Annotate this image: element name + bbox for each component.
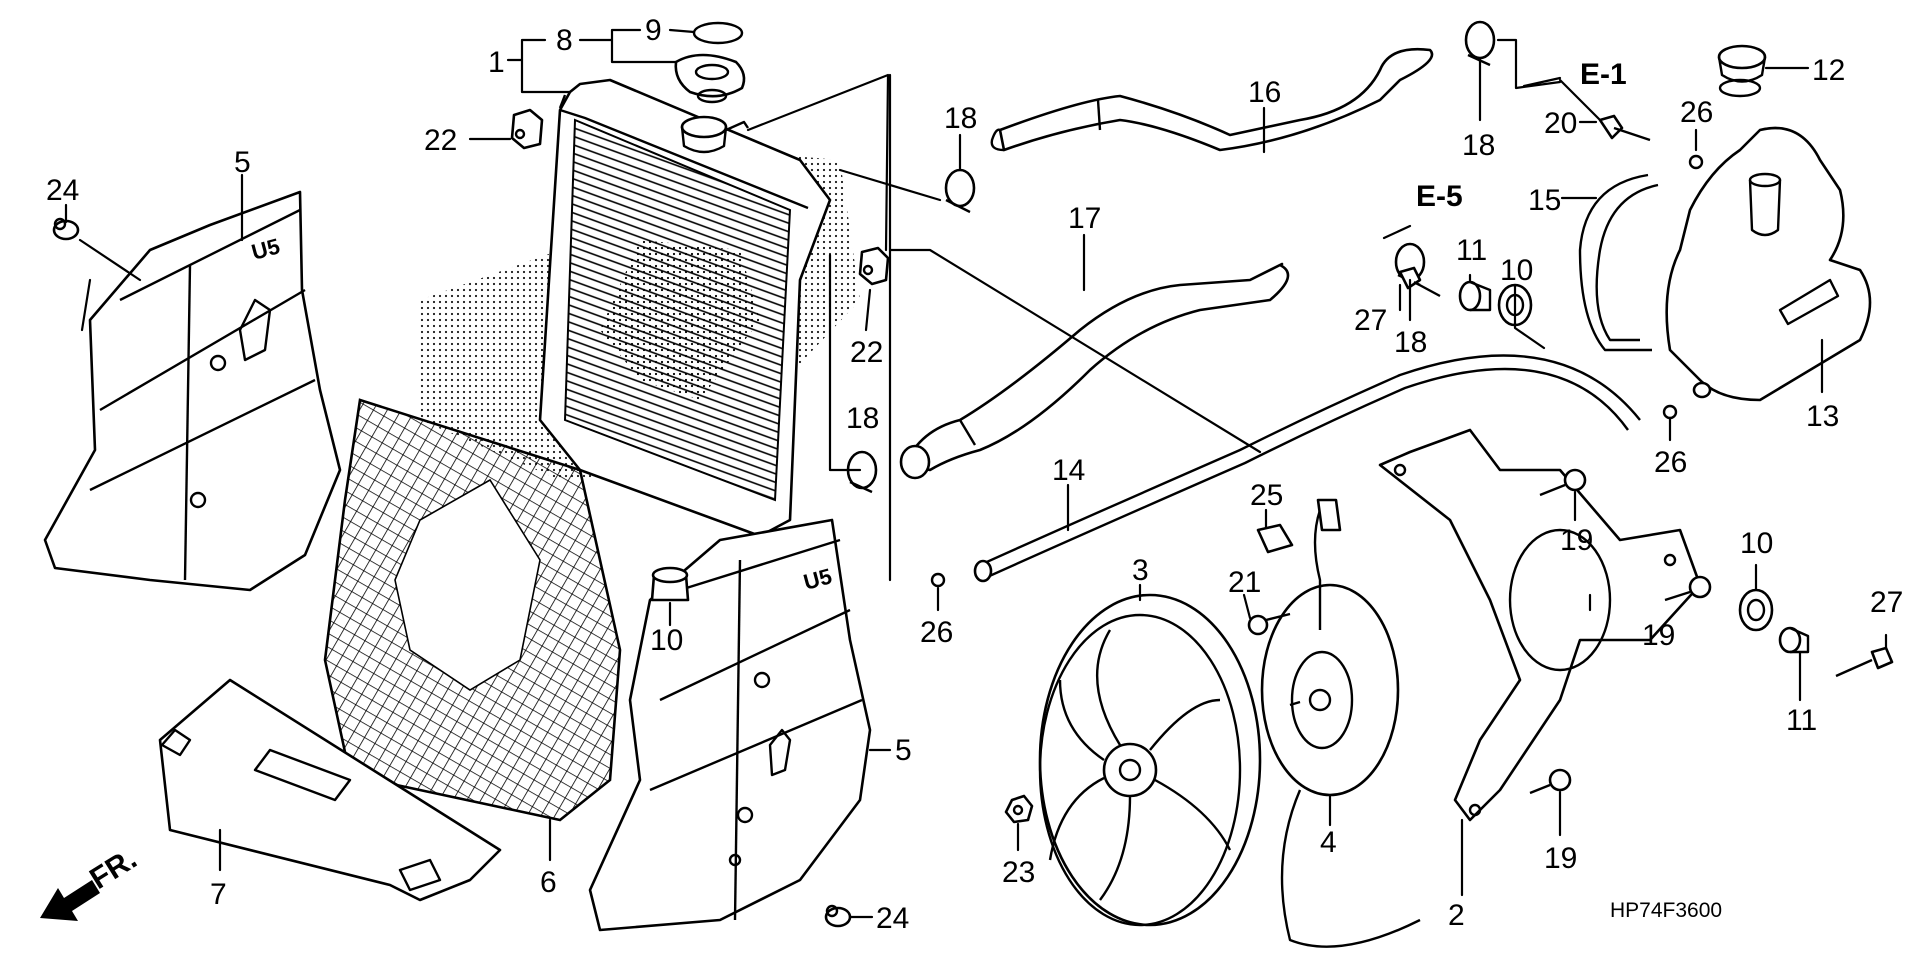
callout-26-b: 26 (1654, 446, 1687, 479)
callout-19-b: 19 (1642, 619, 1675, 652)
reserve-tank[interactable] (1665, 126, 1872, 402)
clip-nut-b[interactable] (858, 246, 890, 286)
cap-seal[interactable] (692, 21, 744, 45)
tank-bolt[interactable] (1598, 114, 1651, 142)
mount-bolt-b[interactable] (1835, 646, 1894, 678)
collar[interactable] (1458, 280, 1492, 312)
callout-17: 17 (1068, 202, 1101, 235)
side-cover-right[interactable]: U5 (588, 518, 872, 932)
collar-lower[interactable] (1778, 626, 1810, 654)
callout-labels: 1 2 3 4 5 5 6 7 8 9 10 10 10 11 11 12 13… (46, 14, 1903, 935)
callout-22-b: 22 (850, 336, 883, 369)
overflow-tube[interactable] (1578, 173, 1659, 352)
callout-18-d: 18 (846, 402, 879, 435)
callout-7: 7 (210, 878, 227, 911)
radiator-grille[interactable] (323, 398, 622, 822)
callout-26-a: 26 (1680, 96, 1713, 129)
callout-11-lower: 11 (1786, 704, 1817, 737)
callout-10-lower: 10 (1740, 527, 1773, 560)
callout-19-a: 19 (1560, 524, 1593, 557)
hose-clamp-a[interactable] (944, 168, 976, 214)
reference-e5[interactable]: E-5 (1416, 180, 1463, 213)
callout-24-b: 24 (876, 902, 909, 935)
upper-water-hose[interactable] (990, 47, 1434, 152)
drawing-code: HP74F3600 (1610, 899, 1722, 922)
callout-1: 1 (488, 46, 505, 79)
filler-neck (680, 115, 749, 154)
fan-shroud-bracket[interactable] (1378, 428, 1702, 822)
radiator-cap[interactable] (674, 53, 746, 104)
clip-nut-a[interactable] (510, 108, 544, 150)
callout-11-upper: 11 (1456, 234, 1487, 267)
tube-clip-c[interactable] (930, 572, 946, 588)
callout-22-a: 22 (424, 124, 457, 157)
leader-lines (64, 28, 1888, 919)
callout-16: 16 (1248, 76, 1281, 109)
fan-connector (1316, 498, 1342, 532)
motor-bolt[interactable] (1247, 612, 1291, 636)
callout-5-right: 5 (895, 734, 912, 767)
flange-bolt-c[interactable] (1529, 768, 1572, 795)
reserve-tank-cap[interactable] (1717, 44, 1767, 98)
connector-holder[interactable] (1256, 523, 1294, 554)
callout-6: 6 (540, 866, 557, 899)
callout-12: 12 (1812, 54, 1845, 87)
grommet[interactable] (650, 566, 690, 602)
hose-clamp-d[interactable] (846, 450, 878, 494)
callout-15: 15 (1528, 184, 1561, 217)
callout-3: 3 (1132, 554, 1149, 587)
reference-e1[interactable]: E-1 (1580, 58, 1627, 91)
fan-motor[interactable] (1260, 509, 1421, 948)
under-cover[interactable] (158, 678, 502, 902)
callout-23: 23 (1002, 856, 1035, 889)
callout-21: 21 (1228, 566, 1261, 599)
callout-26-c: 26 (920, 616, 953, 649)
mount-bolt-a[interactable] (1398, 266, 1441, 298)
callout-4: 4 (1320, 826, 1337, 859)
tube-clip-a[interactable] (1688, 154, 1704, 170)
callout-18-b: 18 (1462, 129, 1495, 162)
radiator[interactable] (538, 78, 832, 538)
flange-bolt-b[interactable] (1664, 575, 1712, 602)
flange-bolt-a[interactable] (1539, 468, 1587, 497)
callout-24-a: 24 (46, 174, 79, 207)
lower-water-hose[interactable] (899, 262, 1290, 480)
front-arrow-icon: FR. (40, 842, 143, 921)
callout-5-left: 5 (234, 146, 251, 179)
grommet-lower[interactable] (1738, 588, 1774, 632)
callout-18-a: 18 (944, 102, 977, 135)
callout-18-c: 18 (1394, 326, 1427, 359)
callout-9: 9 (645, 14, 662, 47)
callout-25: 25 (1250, 479, 1283, 512)
callout-14: 14 (1052, 454, 1085, 487)
callout-10-right: 10 (1500, 254, 1533, 287)
siphon-tube[interactable] (973, 354, 1641, 583)
trim-clip-b[interactable] (824, 904, 852, 928)
cooling-fan[interactable] (1038, 593, 1262, 927)
tube-clip-b[interactable] (1662, 404, 1678, 420)
callout-27-a: 27 (1354, 304, 1387, 337)
callout-8: 8 (556, 24, 573, 57)
callout-10-center: 10 (650, 624, 683, 657)
callout-27-b: 27 (1870, 586, 1903, 619)
callout-13: 13 (1806, 400, 1839, 433)
side-cover-left[interactable]: U5 (43, 190, 342, 592)
callout-20: 20 (1544, 107, 1577, 140)
callout-19-c: 19 (1544, 842, 1577, 875)
callout-2: 2 (1448, 899, 1465, 932)
fan-nut[interactable] (1004, 794, 1034, 824)
